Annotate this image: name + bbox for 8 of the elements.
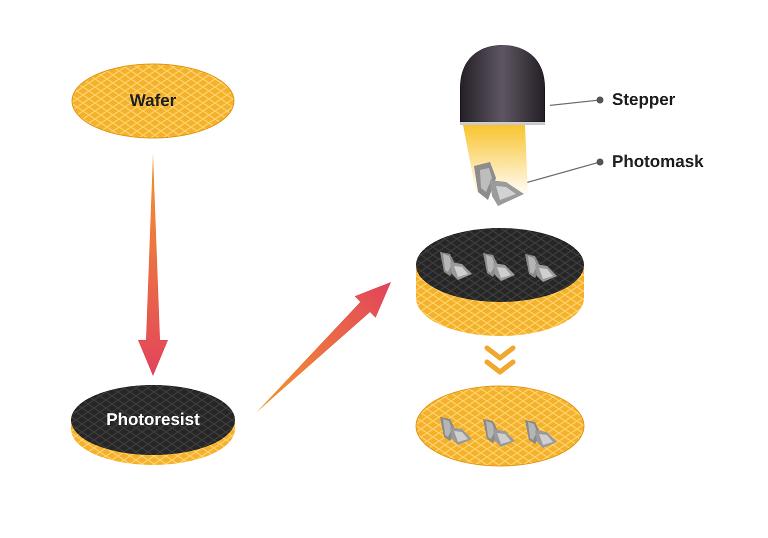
callout-label: Photomask: [612, 152, 704, 172]
node-label: Wafer: [130, 91, 176, 111]
callout-label: Stepper: [612, 90, 676, 110]
node-label: Photoresist: [106, 410, 200, 430]
double-chevron-arrow: [484, 346, 516, 374]
arrow: [256, 282, 391, 413]
leader-line: [526, 158, 604, 184]
leader-line: [550, 96, 604, 106]
